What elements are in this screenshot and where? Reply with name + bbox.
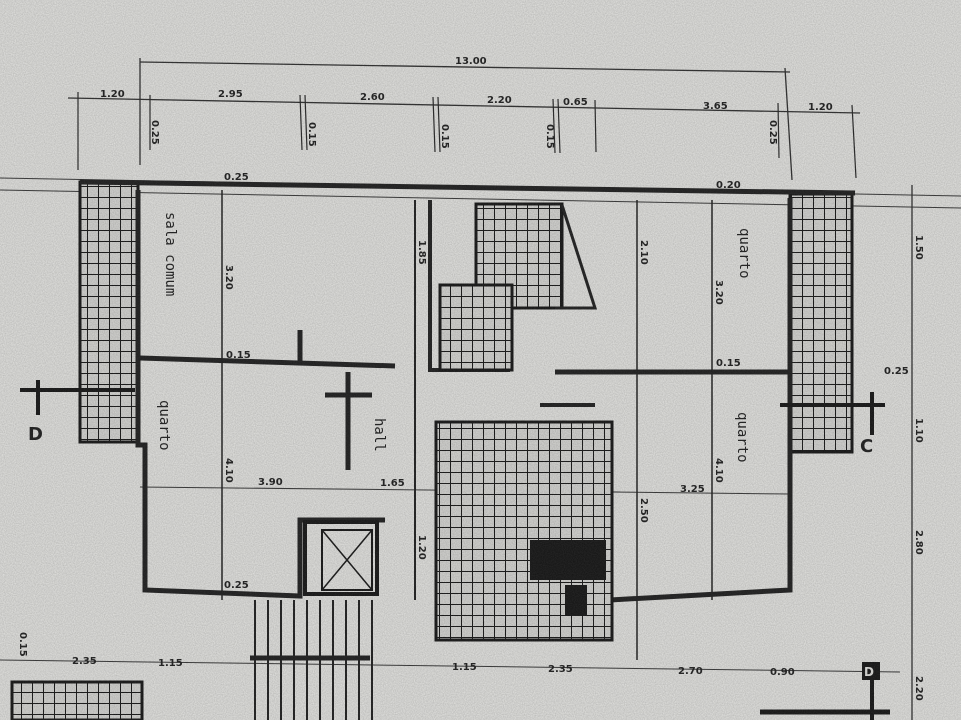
svg-text:4.10: 4.10: [713, 458, 724, 483]
kitchen-counter: [530, 540, 606, 580]
elevator: [303, 520, 379, 596]
svg-text:0.25: 0.25: [884, 366, 909, 377]
dim-wall-5: 0.25: [767, 120, 778, 145]
svg-text:2.35: 2.35: [72, 656, 97, 667]
svg-text:2.80: 2.80: [913, 530, 924, 555]
bottom-dimension-chain: 0.15 2.35 1.15 1.15 2.35 2.70 0.90: [17, 632, 795, 678]
svg-text:3.20: 3.20: [713, 280, 724, 305]
svg-text:2.50: 2.50: [638, 498, 649, 523]
svg-text:0.25: 0.25: [224, 172, 249, 183]
svg-text:0.25: 0.25: [224, 580, 249, 591]
stove: [565, 585, 587, 615]
dim-wall-3: 0.15: [439, 124, 450, 149]
svg-text:3.25: 3.25: [680, 484, 705, 495]
dim-seg-1: 1.20: [100, 89, 125, 100]
top-dimension-chain: 13.00 1.20 2.95 2.60 2.20 0.65 3.65 1.20…: [67, 56, 861, 181]
svg-text:D: D: [28, 424, 43, 445]
svg-text:D: D: [864, 665, 874, 679]
room-label-sala-comum: sala comum: [162, 212, 178, 296]
svg-text:0.15: 0.15: [226, 350, 251, 361]
dim-seg-6: 3.65: [703, 101, 728, 112]
svg-text:2.10: 2.10: [638, 240, 649, 265]
svg-text:1.15: 1.15: [452, 662, 477, 673]
dim-seg-5: 0.65: [563, 97, 588, 108]
dim-wall-2: 0.15: [306, 122, 317, 147]
svg-text:1.20: 1.20: [416, 535, 427, 560]
svg-text:1.50: 1.50: [913, 235, 924, 260]
dim-seg-2: 2.95: [218, 89, 243, 100]
room-label-quarto-top-right: quarto: [736, 228, 752, 279]
svg-text:4.10: 4.10: [223, 458, 234, 483]
svg-text:0.90: 0.90: [770, 667, 795, 678]
bathroom-2: [438, 283, 514, 372]
dim-wall-4: 0.15: [544, 124, 555, 149]
svg-text:2.20: 2.20: [913, 676, 924, 701]
svg-text:0.15: 0.15: [716, 358, 741, 369]
dim-overall: 13.00: [455, 56, 487, 67]
dim-wall-1: 0.25: [149, 120, 160, 145]
svg-text:1.10: 1.10: [913, 418, 924, 443]
stairs: [250, 600, 373, 720]
balcony-right: [788, 192, 854, 454]
room-label-hall: hall: [371, 418, 387, 452]
svg-text:0.20: 0.20: [716, 180, 741, 191]
balcony-left: [78, 180, 140, 444]
balcony-bottom: [10, 680, 144, 720]
svg-text:3.90: 3.90: [258, 477, 283, 488]
svg-text:0.15: 0.15: [17, 632, 28, 657]
svg-text:3.20: 3.20: [223, 265, 234, 290]
svg-text:1.15: 1.15: [158, 658, 183, 669]
right-dimension-chain: 1.50 0.25 1.10 2.80 2.20: [884, 185, 924, 720]
dim-seg-3: 2.60: [360, 92, 385, 103]
svg-text:2.35: 2.35: [548, 664, 573, 675]
svg-text:C: C: [860, 436, 873, 457]
svg-text:2.70: 2.70: [678, 666, 703, 677]
dim-seg-4: 2.20: [487, 95, 512, 106]
svg-text:1.65: 1.65: [380, 478, 405, 489]
room-label-quarto-left: quarto: [156, 400, 172, 451]
svg-text:1.85: 1.85: [416, 240, 427, 265]
dim-seg-7: 1.20: [808, 102, 833, 113]
room-label-quarto-right: quarto: [734, 412, 750, 463]
